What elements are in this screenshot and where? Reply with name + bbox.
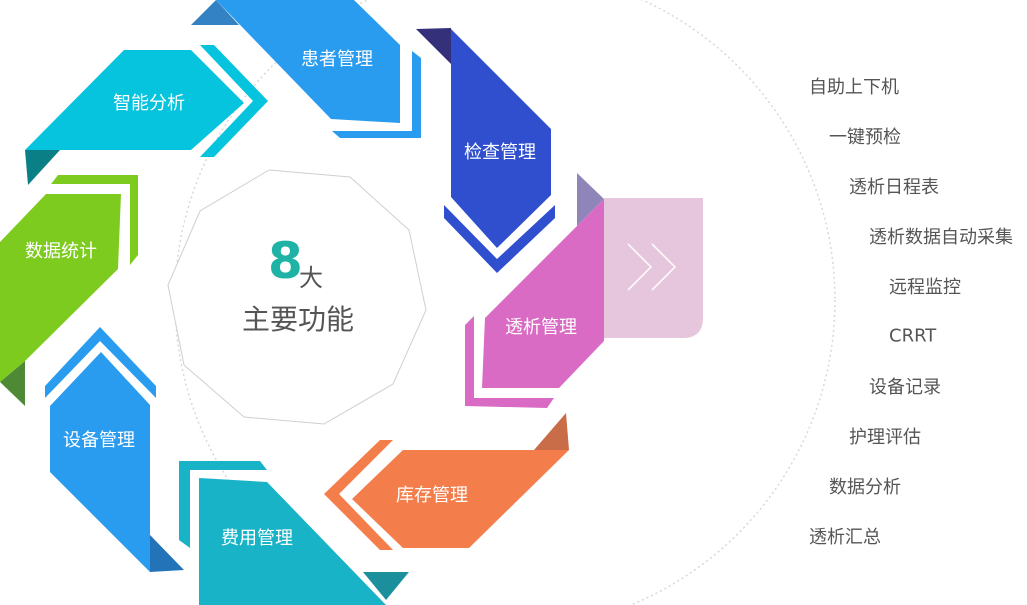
center-number: 8	[268, 232, 303, 290]
module-label-analysis[interactable]: 智能分析	[113, 93, 185, 114]
module-label-dialysis[interactable]: 透析管理	[505, 317, 577, 338]
feature-item: 透析日程表	[849, 177, 939, 198]
feature-item: 设备记录	[869, 377, 941, 398]
center-decagon	[167, 169, 427, 425]
module-device-shape[interactable]	[45, 327, 184, 572]
feature-item: 远程监控	[889, 277, 961, 298]
module-billing-shape[interactable]	[179, 461, 409, 605]
module-label-inventory[interactable]: 库存管理	[396, 485, 468, 506]
module-label-exam[interactable]: 检查管理	[464, 142, 536, 163]
module-patient-shape[interactable]	[191, 0, 421, 138]
feature-item: 透析汇总	[809, 527, 881, 548]
module-stats-shape[interactable]	[0, 175, 138, 406]
module-analysis-shape[interactable]	[25, 45, 268, 185]
double-chevron-right-icon[interactable]	[627, 243, 677, 291]
feature-item: 一键预检	[829, 127, 901, 148]
module-label-stats[interactable]: 数据统计	[25, 241, 97, 262]
module-label-device[interactable]: 设备管理	[63, 430, 135, 451]
module-label-patient[interactable]: 患者管理	[301, 49, 373, 70]
module-exam-shape[interactable]	[416, 28, 555, 273]
feature-item: 自助上下机	[809, 77, 899, 98]
center-unit: 大	[299, 264, 323, 292]
feature-item: CRRT	[889, 325, 937, 347]
feature-item: 数据分析	[829, 477, 901, 498]
center-title: 主要功能	[241, 303, 355, 336]
module-dialysis-shape[interactable]	[465, 173, 703, 408]
feature-item: 护理评估	[849, 427, 921, 448]
module-inventory-shape[interactable]	[324, 413, 569, 550]
module-label-billing[interactable]: 费用管理	[221, 528, 293, 549]
feature-item: 透析数据自动采集	[869, 227, 1013, 248]
